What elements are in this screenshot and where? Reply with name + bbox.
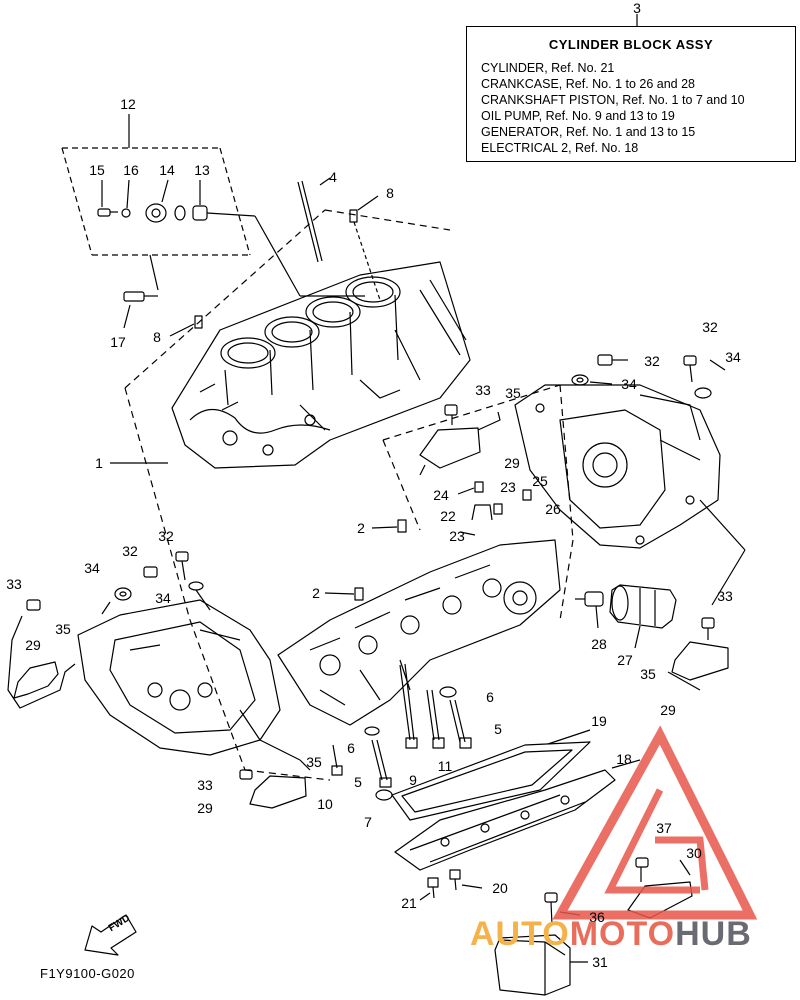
callout-label: 31: [592, 954, 608, 970]
callout-label: 35: [55, 621, 71, 637]
legend-title: CYLINDER BLOCK ASSY: [548, 37, 714, 52]
watermark-logo-icon: [552, 725, 758, 920]
breather-hose-left: [7, 599, 76, 709]
watermark-part: MOTO: [569, 915, 676, 953]
oil-pump-kit-group: [61, 147, 251, 256]
callout-3: 3: [633, 0, 641, 16]
callout-label: 10: [317, 796, 333, 812]
callout-label: 14: [159, 162, 175, 178]
callout-label: 8: [153, 329, 161, 345]
callout-label: 20: [492, 880, 508, 896]
callout-label: 5: [494, 721, 502, 737]
callout-label: 4: [329, 169, 337, 185]
oil-pan: [394, 759, 641, 871]
callout-label: 18: [616, 751, 632, 767]
breather-hose-upper: [419, 404, 501, 476]
callout-label: 34: [621, 376, 637, 392]
oil-pump-parts: [97, 179, 365, 329]
crankcase-bolts: [331, 663, 472, 801]
legend-line: CRANKSHAFT PISTON, Ref. No. 1 to 7 and 1…: [481, 93, 745, 107]
callout-label: 17: [110, 334, 126, 350]
callout-label: 33: [717, 588, 733, 604]
crankcase-assy-group: [124, 209, 574, 781]
callout-label: 26: [545, 501, 561, 517]
callout-label: 29: [197, 800, 213, 816]
bolt-washer-set-left: [101, 551, 211, 615]
watermark-part: HUB: [675, 915, 752, 953]
callout-label: 9: [409, 772, 417, 788]
oil-pan-bolts: [419, 869, 483, 901]
callout-label: 7: [364, 814, 372, 830]
callout-label: 29: [25, 637, 41, 653]
callout-label: 36: [589, 909, 605, 925]
callout-label: 28: [591, 636, 607, 652]
callout-label: 13: [194, 162, 210, 178]
callout-label: 2: [312, 585, 320, 601]
callout-label: 23: [500, 479, 516, 495]
callout-label: 12: [120, 96, 136, 112]
callout-label: 33: [475, 382, 491, 398]
fwd-arrow-icon: [84, 914, 137, 956]
generator-cover-right: [514, 384, 746, 606]
callout-label: 15: [89, 162, 105, 178]
stud-bolt: [297, 177, 331, 263]
crankcase-lower: [277, 481, 561, 726]
oil-pan-gasket: [391, 729, 591, 821]
bolt-washer-set: [571, 354, 726, 399]
callout-label: 25: [532, 473, 548, 489]
callout-label: 32: [158, 528, 174, 544]
callout-label: 34: [155, 590, 171, 606]
callout-label: 27: [617, 652, 633, 668]
legend-line: CYLINDER, Ref. No. 21: [481, 61, 615, 75]
cylinder-block: [171, 261, 471, 469]
watermark-text: AUTOMOTOHUB: [470, 915, 752, 954]
diagram-code: F1Y9100-G020: [40, 966, 135, 981]
callout-label: 22: [440, 508, 456, 524]
callout-label: 34: [725, 349, 741, 365]
callout-label: 30: [686, 845, 702, 861]
callout-label: 21: [401, 895, 417, 911]
callout-label: 5: [354, 774, 362, 790]
callout-label: 32: [122, 543, 138, 559]
callout-label: 35: [505, 385, 521, 401]
callout-label: 16: [123, 162, 139, 178]
engine-mount-right: [667, 617, 729, 691]
callout-label: 35: [640, 666, 656, 682]
callout-label: 33: [6, 576, 22, 592]
callout-label: 35: [306, 754, 322, 770]
callout-label: 23: [449, 528, 465, 544]
callout-label: 2: [357, 520, 365, 536]
generator-cover-left: [77, 599, 301, 761]
callout-label: 1: [95, 455, 103, 471]
oil-filter: [575, 584, 677, 649]
legend-line: CRANKCASE, Ref. No. 1 to 26 and 28: [481, 77, 695, 91]
callout-label: 6: [486, 689, 494, 705]
dowel-pin: [169, 195, 381, 337]
callout-label: 29: [504, 455, 520, 471]
callout-label: 37: [656, 820, 672, 836]
legend-line: GENERATOR, Ref. No. 1 and 13 to 15: [481, 125, 696, 139]
cylinder-block-legend: CYLINDER BLOCK ASSY CYLINDER, Ref. No. 2…: [466, 26, 796, 162]
callout-label: 29: [660, 702, 676, 718]
callout-label: 11: [437, 758, 453, 774]
legend-line: OIL PUMP, Ref. No. 9 and 13 to 19: [481, 109, 675, 123]
legend-line: ELECTRICAL 2, Ref. No. 18: [481, 141, 639, 155]
callout-label: 6: [347, 740, 355, 756]
watermark-part: AUTO: [470, 915, 570, 953]
callout-label: 8: [386, 185, 394, 201]
callout-label: 32: [644, 353, 660, 369]
callout-label: 24: [433, 487, 449, 503]
callout-label: 32: [702, 319, 718, 335]
callout-label: 19: [591, 713, 607, 729]
callout-label: 34: [84, 560, 100, 576]
callout-label: 33: [197, 777, 213, 793]
engine-mount-left: [239, 759, 311, 809]
